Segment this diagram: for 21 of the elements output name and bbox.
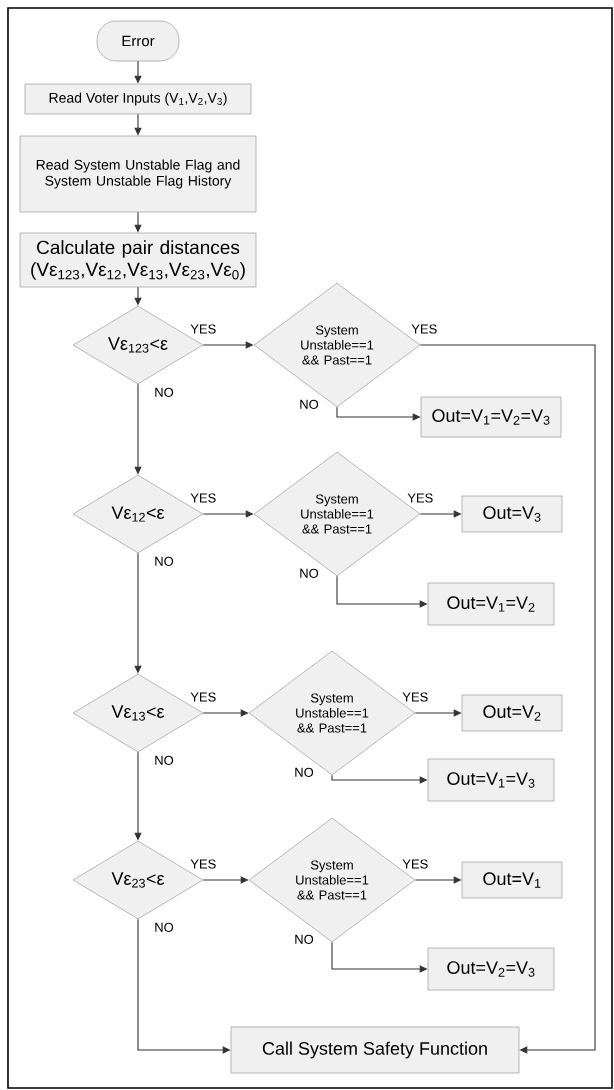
output-box: Out=V$_{1}$=V$_{2}$=V$_{3}$ — [420, 396, 562, 438]
output-box: Out=V$_{2}$=V$_{3}$ — [427, 947, 555, 991]
output-box: Out=V$_{1}$=V$_{2}$ — [427, 582, 555, 626]
start-terminal: Error — [96, 20, 180, 62]
edge-label: NO — [153, 386, 175, 398]
output-box: Out=V$_{3}$ — [461, 495, 563, 533]
process-box: Calculate pair distances (Vε$_{123}$,Vε$_{12}$,Vε$_{13}$,Vε$_{23}$,Vε$_{0}$) — [19, 232, 257, 288]
edge-label: NO — [293, 766, 315, 778]
edge-label: NO — [153, 921, 175, 933]
edge-label: NO — [153, 555, 175, 567]
output-box: Out=V$_{1}$=V$_{3}$ — [427, 758, 555, 802]
edge-label: NO — [153, 754, 175, 766]
output-box: Out=V$_{2}$ — [461, 694, 563, 732]
edge-label: NO — [293, 933, 315, 945]
process-box: Call System Safety Function — [230, 1026, 520, 1074]
edge-label: NO — [298, 398, 320, 410]
edge-label: NO — [298, 567, 320, 579]
output-box: Out=V$_{1}$ — [461, 861, 563, 899]
process-box: Read System Unstable Flag and System Unstable Flag History — [19, 135, 257, 213]
arrow — [419, 344, 596, 1054]
process-box: Read Voter Inputs (V$_{1}$,V$_{2}$,V$_{3}$) — [24, 83, 252, 115]
